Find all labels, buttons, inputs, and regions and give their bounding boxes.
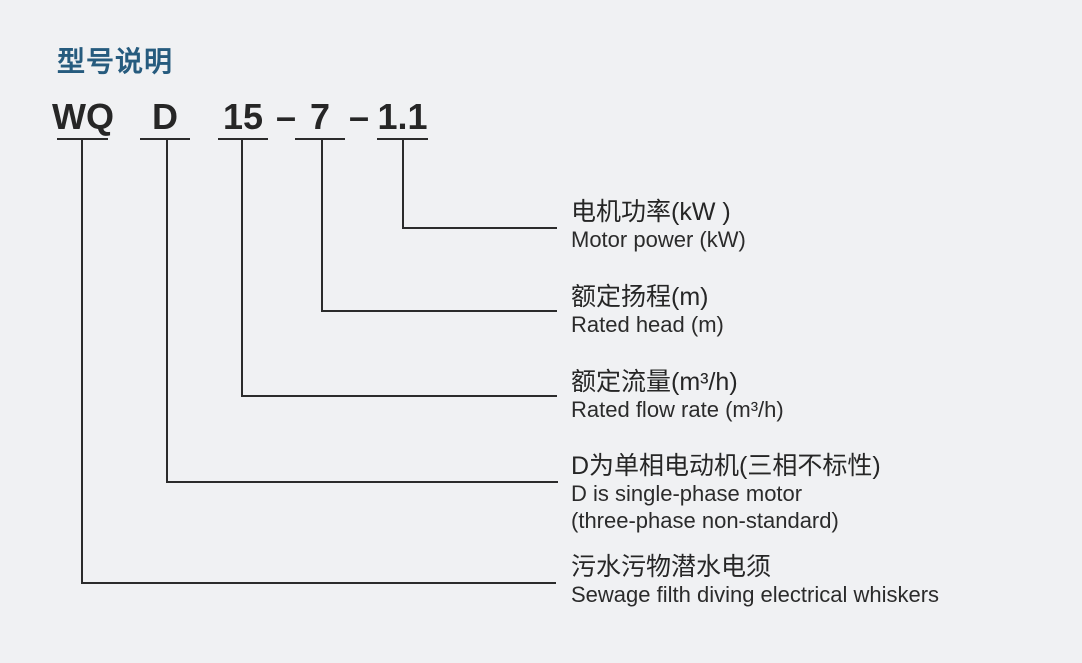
label-rated-head-zh: 额定扬程(m) — [571, 283, 709, 311]
model-code-segment-power: 1.1 — [377, 96, 428, 137]
model-code-separator: – — [348, 96, 370, 137]
model-code-separator: – — [275, 96, 297, 137]
label-motor-type: D为单相电动机(三相不标性) D is single-phase motor (… — [571, 452, 881, 534]
label-motor-type-en-line1: D is single-phase motor — [571, 481, 803, 506]
model-code-segment-wq: WQ — [52, 96, 114, 137]
label-rated-flow: 额定流量(m³/h) Rated flow rate (m³/h) — [571, 368, 784, 423]
model-code-segment-d: D — [152, 96, 178, 137]
label-motor-power: 电机功率(kW ) Motor power (kW) — [571, 198, 746, 253]
leader-line-pump-type — [81, 139, 556, 584]
label-pump-type-zh: 污水污物潜水电须 — [571, 553, 772, 581]
leader-line-motor-power — [402, 139, 557, 229]
label-rated-head: 额定扬程(m) Rated head (m) — [571, 283, 724, 338]
leader-line-rated-flow — [241, 139, 557, 397]
label-pump-type-en: Sewage filth diving electrical whiskers — [571, 582, 940, 607]
label-rated-flow-zh: 额定流量(m³/h) — [571, 368, 738, 396]
leader-line-motor-type — [166, 139, 558, 483]
label-motor-power-zh: 电机功率(kW ) — [571, 198, 731, 226]
label-rated-flow-en: Rated flow rate (m³/h) — [571, 397, 784, 422]
label-motor-type-zh: D为单相电动机(三相不标性) — [571, 452, 881, 480]
leader-line-rated-head — [321, 139, 557, 312]
label-motor-power-en: Motor power (kW) — [571, 227, 746, 252]
label-pump-type: 污水污物潜水电须 Sewage filth diving electrical … — [571, 553, 939, 608]
model-code-segment-flow: 15 — [222, 96, 264, 137]
label-motor-type-en-line2: (three-phase non-standard) — [571, 508, 839, 533]
label-rated-head-en: Rated head (m) — [571, 312, 724, 337]
model-code-segment-head: 7 — [309, 96, 331, 137]
page-title: 型号说明 — [57, 46, 174, 77]
